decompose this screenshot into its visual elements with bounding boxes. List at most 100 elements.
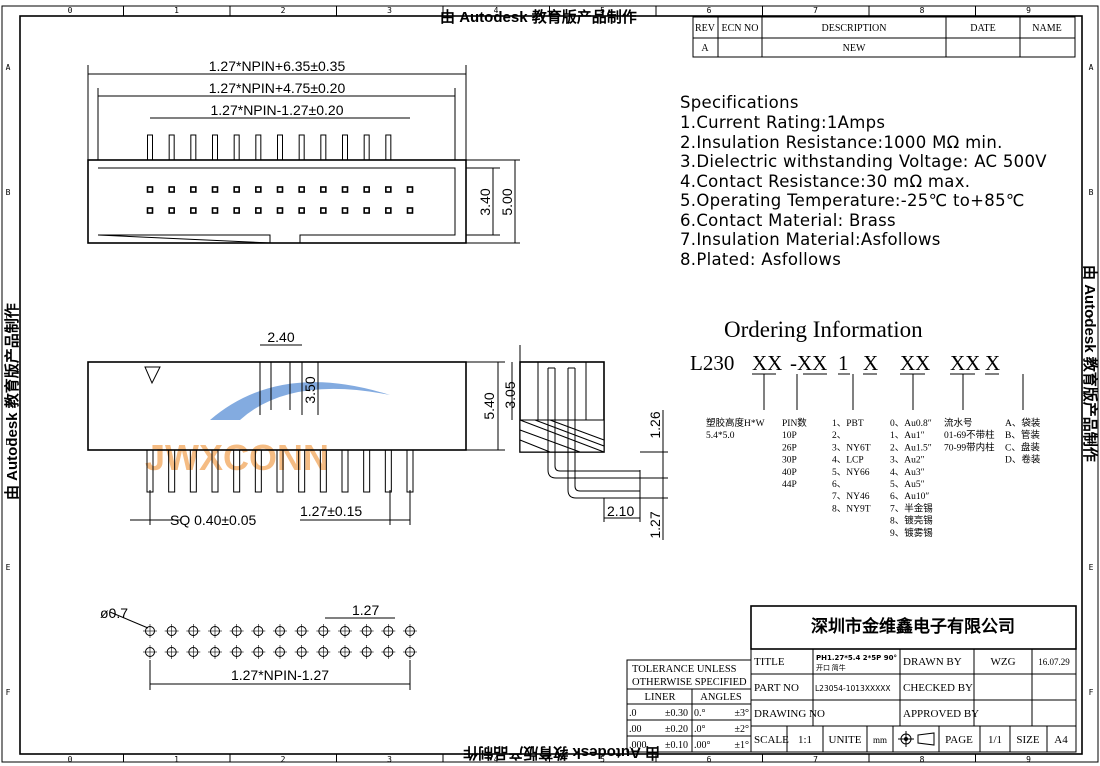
- ordering-title: Ordering Information: [724, 317, 923, 342]
- ordering-option: C、盘装: [1005, 441, 1040, 453]
- code-pins: -XX: [790, 351, 827, 375]
- ordering-option: 流水号: [944, 417, 973, 429]
- spec-item: 5.Operating Temperature:-25℃ to+85℃: [680, 191, 1025, 210]
- ruler-column-label: 5: [600, 6, 605, 15]
- part-no-label: PART NO: [754, 682, 799, 694]
- contact-pad: [320, 186, 327, 193]
- pin: [406, 449, 414, 493]
- dim-slot-depth: 3.50: [302, 376, 318, 403]
- ordering-option: 01-69不带柱: [944, 429, 995, 441]
- contact-pad: [276, 186, 284, 193]
- pin: [254, 449, 262, 493]
- hole-layout: ø0.7 1.27 1.27*NPIN-1.27: [100, 602, 417, 690]
- spec-item: 8.Plated: Asfollows: [680, 250, 841, 269]
- spec-item: 4.Contact Resistance:30 mΩ max.: [680, 172, 970, 191]
- contact-pad: [320, 207, 327, 214]
- dim-hole-span: 1.27*NPIN-1.27: [231, 667, 329, 683]
- contact-pad: [255, 186, 262, 193]
- tolerance-cell: .0: [629, 708, 637, 719]
- ordering-option: 1、Au1″: [890, 431, 925, 441]
- ordering-option: 8、镀亮锡: [890, 515, 933, 527]
- pin: [168, 134, 175, 161]
- spec-item: 3.Dielectric withstanding Voltage: AC 50…: [680, 152, 1047, 171]
- part-no-value: L23054-1013XXXXX: [815, 684, 891, 693]
- ordering-option: 26P: [782, 443, 797, 453]
- dim-side-126: 1.26: [647, 411, 663, 438]
- spec-item: 1.Current Rating:1Amps: [680, 113, 885, 132]
- pin: [190, 134, 197, 161]
- jwxconn-logo: JWXCONN: [145, 382, 390, 478]
- tolerance-cell: ±2°: [735, 724, 750, 735]
- size-value: A4: [1054, 734, 1068, 746]
- page-label: PAGE: [945, 734, 973, 746]
- spec-item: 6.Contact Material: Brass: [680, 211, 896, 230]
- code-serial: XX: [950, 351, 980, 375]
- ecn-header: ECN NO: [722, 23, 759, 34]
- front-view: JWXCONN 2.40 3.50 5.40 SQ 0.40±0.05 1.27…: [87, 329, 505, 528]
- pin: [298, 449, 306, 493]
- spec-title: Specifications: [680, 93, 799, 112]
- contact-pad: [363, 207, 370, 214]
- approved-by-label: APPROVED BY: [903, 708, 979, 720]
- ordering-option: 5、Au5″: [890, 480, 925, 490]
- ruler-row-label: C: [6, 313, 11, 322]
- title-label: TITLE: [754, 656, 785, 668]
- tolerance-title-2: OTHERWISE SPECIFIED: [632, 677, 747, 688]
- ordering-option: 6、: [832, 480, 846, 490]
- dim-hole-pitch: 1.27: [352, 602, 379, 618]
- code-material: X: [863, 351, 878, 375]
- name-header: NAME: [1032, 23, 1061, 34]
- ruler-column-label: 8: [920, 6, 925, 15]
- ruler-row-label: B: [1089, 188, 1094, 197]
- ordering-option: 40P: [782, 468, 797, 478]
- ruler-row-label: D: [1089, 438, 1094, 447]
- ruler-column-label: 6: [707, 6, 712, 15]
- dim-height-outer: 5.00: [499, 188, 515, 215]
- svg-text:JWXCONN: JWXCONN: [145, 437, 329, 478]
- code-type: 1: [838, 351, 849, 375]
- contact-pad: [363, 186, 370, 193]
- ruler-column-label: 1: [174, 755, 179, 764]
- ordering-option: 0、Au0.8″: [890, 419, 932, 429]
- contact-pad: [385, 207, 392, 214]
- ruler-column-label: 6: [707, 755, 712, 764]
- title-value: PH1.27*5.4 2*5P 90°: [816, 654, 897, 662]
- ruler-column-label: 2: [281, 755, 286, 764]
- code-package: X: [985, 351, 1000, 375]
- revision-table: REV ECN NO DESCRIPTION DATE NAME A NEW: [692, 16, 1076, 58]
- size-label: SIZE: [1016, 734, 1040, 746]
- ruler-row-label: B: [6, 188, 11, 197]
- dim-slot-width: 2.40: [267, 329, 294, 345]
- unite-value: mm: [873, 735, 887, 745]
- ruler-column-label: 7: [813, 755, 818, 764]
- ruler-column-label: 3: [387, 755, 392, 764]
- contact-pad: [168, 207, 175, 214]
- tolerance-cell: 0.°: [694, 708, 706, 719]
- ruler-column-label: 0: [68, 755, 73, 764]
- checked-by-label: CHECKED BY: [903, 682, 973, 694]
- pin: [212, 134, 218, 161]
- pin: [233, 134, 240, 161]
- dim-top-mid: 1.27*NPIN+4.75±0.20: [209, 80, 346, 96]
- dim-pin-sq: SQ 0.40±0.05: [170, 512, 257, 528]
- tolerance-cell: .00: [629, 724, 642, 735]
- ordering-option: 2、: [832, 431, 846, 441]
- pin: [147, 134, 153, 161]
- watermark-bottom: 由 Autodesk 教育版产品制作: [463, 744, 660, 762]
- title-value-sub: 开口 简牛: [816, 663, 846, 672]
- dim-top-overall: 1.27*NPIN+6.35±0.35: [209, 58, 346, 74]
- contact-pad: [190, 186, 197, 193]
- code-plating: XX: [900, 351, 930, 375]
- ordering-option: 70-99带内柱: [944, 441, 995, 453]
- contact-pad: [298, 186, 305, 193]
- pin: [342, 134, 348, 161]
- contact-pad: [385, 186, 392, 193]
- spec-item: 2.Insulation Resistance:1000 MΩ min.: [680, 133, 1003, 152]
- dim-side-height: 3.05: [502, 381, 518, 408]
- ordering-option: 3、NY6T: [832, 443, 871, 453]
- ordering-option: 8、NY9T: [832, 504, 871, 514]
- watermark-top: 由 Autodesk 教育版产品制作: [440, 8, 637, 26]
- pin: [363, 134, 370, 161]
- drawing-no-label: DRAWING NO: [754, 708, 825, 720]
- pin: [363, 449, 371, 493]
